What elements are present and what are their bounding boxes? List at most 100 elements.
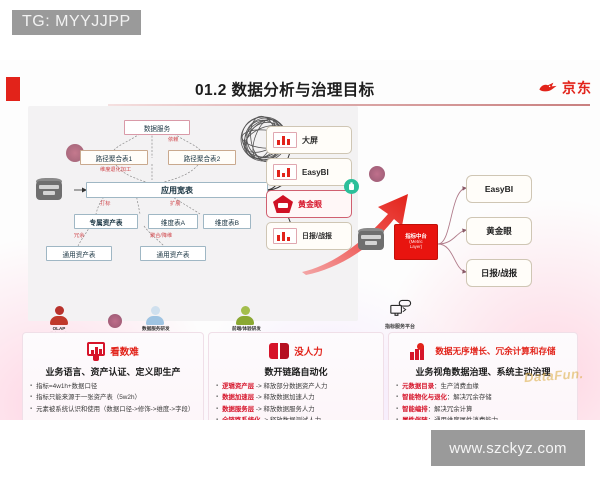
bullet-rest: ：通用维度属性消费能力 bbox=[428, 417, 498, 420]
output-card-label: 大屏 bbox=[302, 135, 318, 145]
node-dedicated-asset-table[interactable]: 专属资产表 bbox=[74, 214, 138, 229]
bullet-rest: -> 释放数据服务人力 bbox=[254, 405, 315, 413]
panel-bullet: ▪智能编排：解决冗余计算 bbox=[396, 405, 570, 414]
bullet-text: 数据加速层 -> 释放数据加速人力 bbox=[222, 393, 376, 402]
output-card-label: EasyBI bbox=[302, 167, 329, 177]
output-card-1[interactable]: EasyBI bbox=[266, 158, 352, 186]
bullet-dot: ▪ bbox=[216, 394, 219, 401]
edge-label-aggregate: 聚合/降维 bbox=[150, 233, 173, 239]
metric-service-platform: 指标服务平台 bbox=[378, 298, 422, 330]
target-output-1[interactable]: 黄金眼 bbox=[466, 217, 532, 245]
output-card-2[interactable]: 黄金眼 bbox=[266, 190, 352, 218]
seal-stamp-icon bbox=[108, 314, 122, 328]
brand-name: 京东 bbox=[562, 80, 592, 96]
open-book-icon bbox=[269, 343, 290, 359]
role-label: 前端/体验研发 bbox=[232, 326, 261, 331]
bullet-text: 属性伴随：通用维度属性消费能力 bbox=[402, 416, 570, 420]
panel-1: 没人力 数开链路自动化 ▪逻辑资产层 -> 释放部分数据资产人力 ▪数据加速层 … bbox=[208, 332, 384, 420]
panel-title: 数据无序增长、冗余计算和存储 bbox=[435, 346, 556, 356]
edge-label-dim-degrade: 维度退化加工 bbox=[100, 167, 132, 173]
target-database-icon bbox=[358, 228, 384, 252]
output-card-0[interactable]: 大屏 bbox=[266, 126, 352, 154]
panel-bullet: ▪指标只能来源于一张资产表（5w2h） bbox=[30, 393, 196, 402]
metric-layer-box[interactable]: 指标中台 (Metric Layer) bbox=[394, 224, 438, 260]
node-common-asset-table-1[interactable]: 通用资产表 bbox=[46, 246, 112, 261]
bullet-dot: ▪ bbox=[396, 416, 399, 420]
bullet-rest: -> 释放数据加速人力 bbox=[254, 394, 315, 402]
role-frontend-dev: 前端/体验研发 bbox=[232, 306, 261, 331]
metric-layer-sub1: (Metric bbox=[409, 239, 423, 245]
bullet-text: 元数据目录：生产消费血缘 bbox=[402, 382, 570, 391]
metric-layer-title: 指标中台 bbox=[405, 233, 427, 240]
bullet-dot: ▪ bbox=[30, 394, 33, 401]
bullet-strong: 数据服务层 bbox=[222, 405, 255, 413]
panel-title: 没人力 bbox=[294, 347, 323, 358]
output-card-label: 黄金眼 bbox=[298, 199, 322, 209]
bullet-dot: ▪ bbox=[30, 405, 33, 412]
panel-header: 没人力 bbox=[216, 338, 376, 364]
bullet-rest: ：解决冗余计算 bbox=[427, 405, 473, 413]
target-output-0[interactable]: EasyBI bbox=[466, 175, 532, 203]
seal-badge-icon bbox=[369, 166, 385, 182]
output-card-3[interactable]: 日报/战报 bbox=[266, 222, 352, 250]
cloud-monitor-icon bbox=[390, 299, 412, 316]
panel-bullet: ▪属性伴随：通用维度属性消费能力 bbox=[396, 416, 570, 420]
chart-thumbnail-icon bbox=[273, 132, 297, 148]
bullet-dot: ▪ bbox=[216, 405, 219, 412]
bullet-dot: ▪ bbox=[216, 383, 219, 389]
node-app-wide-table[interactable]: 应用宽表 bbox=[86, 182, 268, 198]
bullet-dot: ▪ bbox=[30, 383, 33, 389]
panel-0: 看数难 业务语言、资产认证、定义即生产 ▪指标=4w1h+数据口径 ▪指标只能来… bbox=[22, 332, 204, 420]
panel-subtitle: 业务视角数据治理、系统主动治理 bbox=[415, 367, 551, 377]
node-route-agg-1[interactable]: 路径聚合表1 bbox=[80, 150, 148, 165]
panel-bullet: ▪数据服务层 -> 释放数据服务人力 bbox=[216, 405, 376, 414]
target-connectors bbox=[437, 186, 467, 274]
edge-label-extend: 扩展 bbox=[170, 201, 181, 207]
bullet-rest: -> 释放数据测试人力 bbox=[260, 417, 321, 420]
bullet-strong: 数据加速层 bbox=[222, 394, 255, 402]
bullet-text: 智能物化与退化：解决冗余存储 bbox=[402, 393, 570, 402]
bullet-text: 数据服务层 -> 释放数据服务人力 bbox=[222, 405, 376, 414]
node-route-agg-2[interactable]: 路径聚合表2 bbox=[168, 150, 236, 165]
header-rule bbox=[108, 104, 590, 106]
panel-2: 数据无序增长、冗余计算和存储 业务视角数据治理、系统主动治理 ▪元数据目录：生产… bbox=[388, 332, 578, 420]
bullet-text: 指标只能来源于一张资产表（5w2h） bbox=[36, 394, 141, 402]
slide-accent-tab bbox=[6, 77, 20, 101]
growth-bars-icon bbox=[410, 342, 430, 360]
node-dim-table-b[interactable]: 维度表B bbox=[203, 214, 251, 229]
metric-layer-sub2: Layer) bbox=[409, 243, 423, 249]
panel-bullet: ▪元素被系统认识和使用（数据口径->修饰->维度->字段） bbox=[30, 405, 196, 414]
node-common-asset-table-2[interactable]: 通用资产表 bbox=[140, 246, 206, 261]
bullet-strong: 逻辑资产层 bbox=[222, 383, 255, 390]
metric-service-label: 指标服务平台 bbox=[384, 324, 415, 330]
target-output-2[interactable]: 日报/战报 bbox=[466, 259, 532, 287]
panel-bullet: ▪全链路系统化 -> 释放数据测试人力 bbox=[216, 416, 376, 420]
bullet-text: 指标=4w1h+数据口径 bbox=[36, 383, 98, 390]
node-dim-table-a[interactable]: 维度表A bbox=[148, 214, 198, 229]
bullet-dot: ▪ bbox=[396, 394, 399, 401]
node-data-service[interactable]: 数据服务 bbox=[124, 120, 190, 135]
lock-badge-icon bbox=[344, 179, 359, 194]
role-label: 数据服务研发 bbox=[142, 326, 170, 331]
jd-dog-icon bbox=[539, 82, 557, 92]
page-title: 01.2 数据分析与治理目标 bbox=[195, 82, 375, 99]
bullet-strong: 智能编排 bbox=[402, 405, 428, 413]
bullet-rest: -> 释放部分数据资产人力 bbox=[254, 383, 328, 390]
bullet-text: 逻辑资产层 -> 释放部分数据资产人力 bbox=[222, 382, 376, 391]
architecture-diagram: 数据服务 路径聚合表1 路径聚合表2 应用宽表 专属资产表 维度表A 维度表B … bbox=[28, 106, 385, 321]
bullet-text: 元素被系统认识和使用（数据口径->修饰->维度->字段） bbox=[36, 405, 195, 413]
source-database-icon bbox=[36, 178, 62, 202]
panel-title: 看数难 bbox=[110, 347, 139, 358]
bullet-rest: ：生产消费血缘 bbox=[434, 383, 479, 390]
screen-alert-icon bbox=[87, 341, 106, 361]
bullet-strong: 全链路系统化 bbox=[222, 417, 260, 420]
tg-watermark: TG: MYYJJPP bbox=[12, 10, 141, 35]
edge-label-tagging: 打标 bbox=[100, 201, 111, 207]
edge-label-redundancy: 冗余 bbox=[74, 233, 85, 239]
role-data-service-dev: 数据服务研发 bbox=[142, 306, 170, 331]
bullet-text: 全链路系统化 -> 释放数据测试人力 bbox=[222, 416, 376, 420]
slide-header: 01.2 数据分析与治理目标 京东 bbox=[0, 68, 600, 106]
panel-subtitle: 业务语言、资产认证、定义即生产 bbox=[45, 367, 181, 377]
brand-logo: 京东 bbox=[537, 78, 592, 98]
